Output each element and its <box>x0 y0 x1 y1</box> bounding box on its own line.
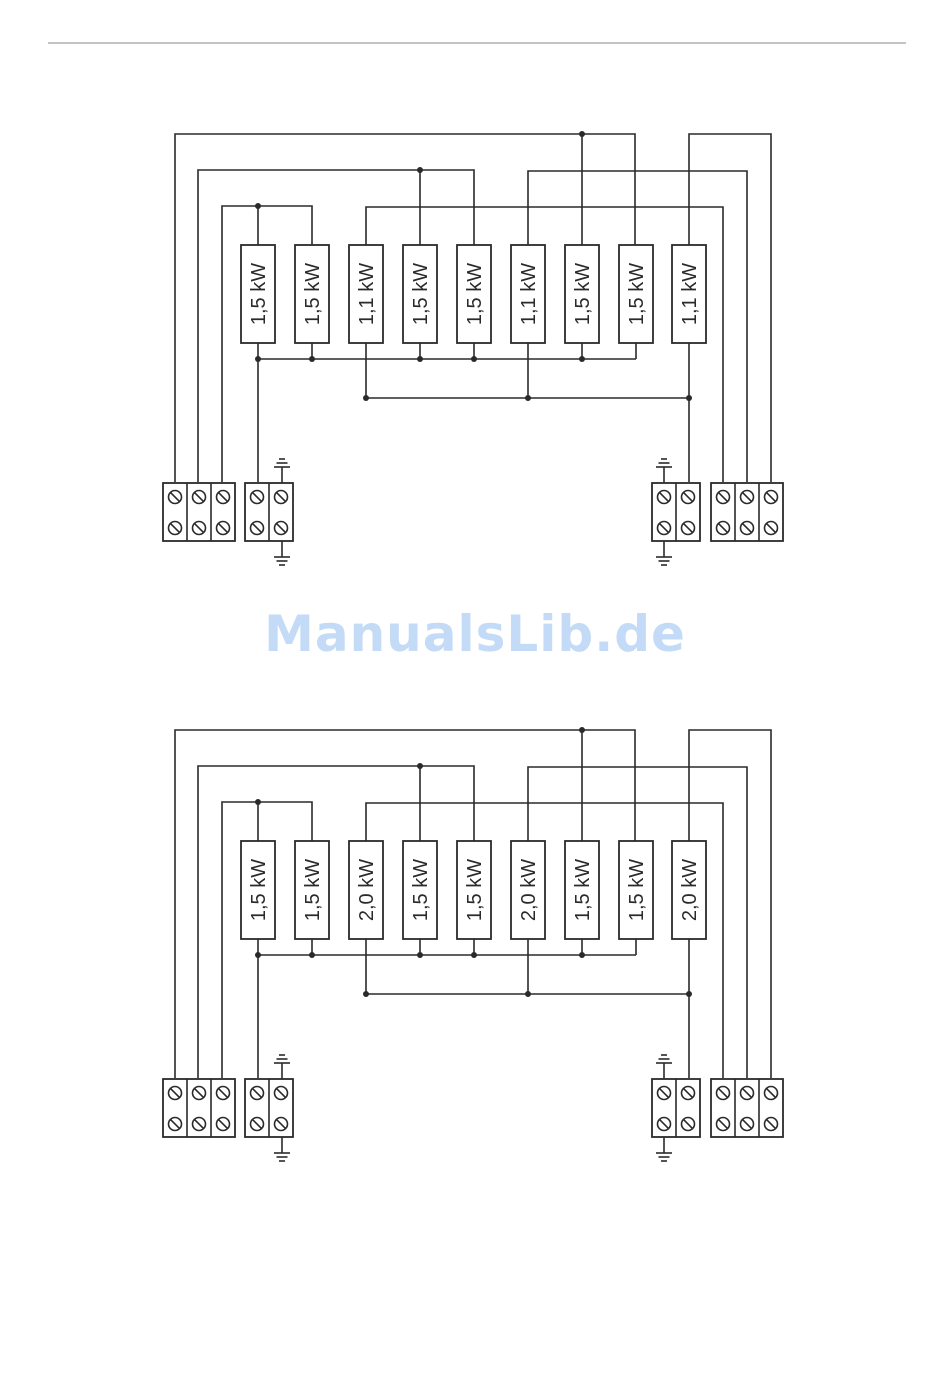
ground-symbol-icon <box>274 1055 290 1071</box>
heater-element: 1,5 kW <box>565 841 599 939</box>
junction-dot <box>579 727 585 733</box>
heater-label: 1,5 kW <box>410 859 432 921</box>
heater-label: 1,5 kW <box>302 859 324 921</box>
ground-symbol-icon <box>656 1145 672 1161</box>
junction-dot <box>417 952 423 958</box>
junction-dot <box>686 395 692 401</box>
junction-dot <box>309 356 315 362</box>
heater-element: 1,5 kW <box>457 841 491 939</box>
heater-element: 1,5 kW <box>619 841 653 939</box>
heater-label: 1,1 kW <box>518 263 540 325</box>
terminal-block-left-ground <box>245 1079 293 1137</box>
junction-dot <box>417 167 423 173</box>
heater-label: 1,5 kW <box>410 263 432 325</box>
heater-element: 2,0 kW <box>672 841 706 939</box>
terminal-block-left-ground <box>245 483 293 541</box>
heater-label: 1,1 kW <box>356 263 378 325</box>
heater-element: 1,5 kW <box>619 245 653 343</box>
junction-dot <box>363 991 369 997</box>
junction-dot <box>255 203 261 209</box>
heater-element: 1,5 kW <box>295 841 329 939</box>
heater-element: 1,5 kW <box>457 245 491 343</box>
heater-element: 1,1 kW <box>511 245 545 343</box>
heater-element: 2,0 kW <box>511 841 545 939</box>
junction-dot <box>579 952 585 958</box>
heater-label: 2,0 kW <box>679 859 701 921</box>
junction-dot <box>471 952 477 958</box>
ground-symbol-icon <box>656 1055 672 1071</box>
junction-dot <box>363 395 369 401</box>
heater-label: 1,5 kW <box>572 263 594 325</box>
terminal-body <box>163 1079 235 1137</box>
terminal-body <box>163 483 235 541</box>
ground-symbol-icon <box>274 1145 290 1161</box>
heater-element: 1,1 kW <box>672 245 706 343</box>
terminal-block-right-power <box>711 1079 783 1137</box>
wiring-diagram-1: 1,5 kW 1,5 kW 1,1 kW 1,5 kW 1,5 kW 1,1 kW 1,5 … <box>0 120 950 600</box>
heater-label: 2,0 kW <box>356 859 378 921</box>
heater-element: 1,5 kW <box>565 245 599 343</box>
heater-label: 1,5 kW <box>572 859 594 921</box>
terminal-block-right-ground <box>652 483 700 541</box>
junction-dot <box>579 131 585 137</box>
heater-element: 1,5 kW <box>241 841 275 939</box>
ground-symbol-icon <box>656 459 672 475</box>
terminal-body <box>711 1079 783 1137</box>
wiring-diagram-2: 1,5 kW 1,5 kW 2,0 kW 1,5 kW 1,5 kW 2,0 kW 1,5 … <box>0 716 950 1196</box>
heater-element: 1,1 kW <box>349 245 383 343</box>
heater-label: 1,5 kW <box>464 263 486 325</box>
terminal-block-right-power <box>711 483 783 541</box>
terminal-body <box>711 483 783 541</box>
terminal-block-left-power <box>163 483 235 541</box>
heater-element: 2,0 kW <box>349 841 383 939</box>
heater-element: 1,5 kW <box>403 245 437 343</box>
watermark: ManualsLib.de <box>0 605 950 663</box>
heater-label: 1,5 kW <box>302 263 324 325</box>
junction-dot <box>686 991 692 997</box>
top-rule <box>48 42 906 44</box>
heater-label: 1,5 kW <box>626 859 648 921</box>
heater-element: 1,5 kW <box>241 245 275 343</box>
heater-label: 1,1 kW <box>679 263 701 325</box>
heater-element: 1,5 kW <box>403 841 437 939</box>
junction-dot <box>525 395 531 401</box>
junction-dot <box>471 356 477 362</box>
terminal-block-left-power <box>163 1079 235 1137</box>
heater-label: 1,5 kW <box>464 859 486 921</box>
heater-label: 1,5 kW <box>248 263 270 325</box>
heater-label: 1,5 kW <box>248 859 270 921</box>
ground-symbol-icon <box>274 549 290 565</box>
junction-dot <box>309 952 315 958</box>
heater-label: 1,5 kW <box>626 263 648 325</box>
junction-dot <box>579 356 585 362</box>
junction-dot <box>255 799 261 805</box>
junction-dot <box>417 356 423 362</box>
ground-symbol-icon <box>656 549 672 565</box>
junction-dot <box>525 991 531 997</box>
junction-dot <box>417 763 423 769</box>
heater-element: 1,5 kW <box>295 245 329 343</box>
terminal-block-right-ground <box>652 1079 700 1137</box>
heater-label: 2,0 kW <box>518 859 540 921</box>
ground-symbol-icon <box>274 459 290 475</box>
